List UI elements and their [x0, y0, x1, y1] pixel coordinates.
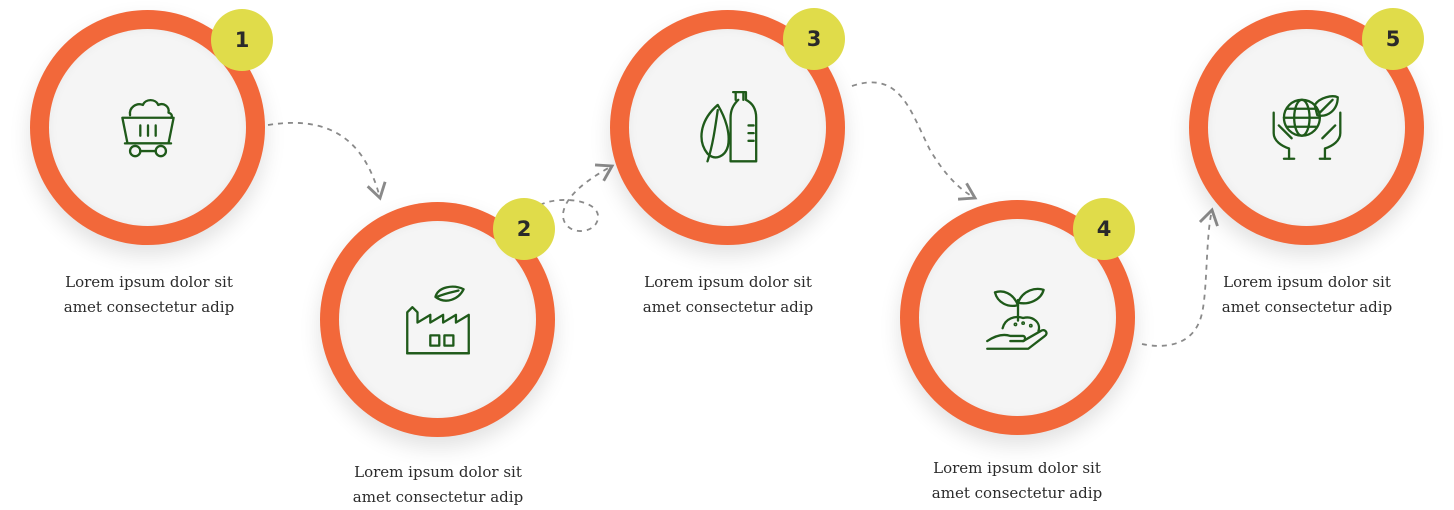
step-3-caption-line-2: amet consectetur adip [642, 298, 814, 316]
step-2-caption-line-1: Lorem ipsum dolor sit [354, 463, 522, 481]
step-2-number-badge: 2 [493, 198, 555, 260]
step-1-caption-line-1: Lorem ipsum dolor sit [65, 273, 233, 291]
step-2-caption: Lorem ipsum dolor sit amet consectetur a… [318, 460, 558, 510]
step-2-icon-circle [339, 221, 536, 418]
step-5-number-badge: 5 [1362, 8, 1424, 70]
step-4-caption: Lorem ipsum dolor sit amet consectetur a… [897, 456, 1137, 506]
step-4-caption-line-1: Lorem ipsum dolor sit [933, 459, 1101, 477]
step-1-icon-circle [49, 29, 246, 226]
hand-plant-icon [985, 287, 1048, 350]
step-5-caption-line-1: Lorem ipsum dolor sit [1223, 273, 1391, 291]
step-1-caption: Lorem ipsum dolor sit amet consectetur a… [29, 270, 269, 320]
step-1-number-badge: 1 [211, 9, 273, 71]
step-3-caption-line-1: Lorem ipsum dolor sit [644, 273, 812, 291]
step-3-number-badge: 3 [783, 8, 845, 70]
step-3-caption: Lorem ipsum dolor sit amet consectetur a… [608, 270, 848, 320]
globe-hands-icon [1272, 94, 1341, 160]
step-4-caption-line-2: amet consectetur adip [931, 484, 1103, 502]
step-2-caption-line-2: amet consectetur adip [352, 488, 524, 506]
step-5-caption: Lorem ipsum dolor sit amet consectetur a… [1187, 270, 1427, 320]
leaf-bottle-icon [699, 90, 757, 162]
step-2-ring [320, 202, 555, 437]
eco-factory-icon [405, 285, 470, 354]
connector-1-2 [267, 121, 387, 201]
connector-3-4 [851, 81, 978, 201]
step-4-number-badge: 4 [1073, 198, 1135, 260]
mining-cart-icon [120, 98, 175, 157]
step-5-caption-line-2: amet consectetur adip [1221, 298, 1393, 316]
step-1-caption-line-2: amet consectetur adip [63, 298, 235, 316]
step-4-ring [900, 200, 1135, 435]
